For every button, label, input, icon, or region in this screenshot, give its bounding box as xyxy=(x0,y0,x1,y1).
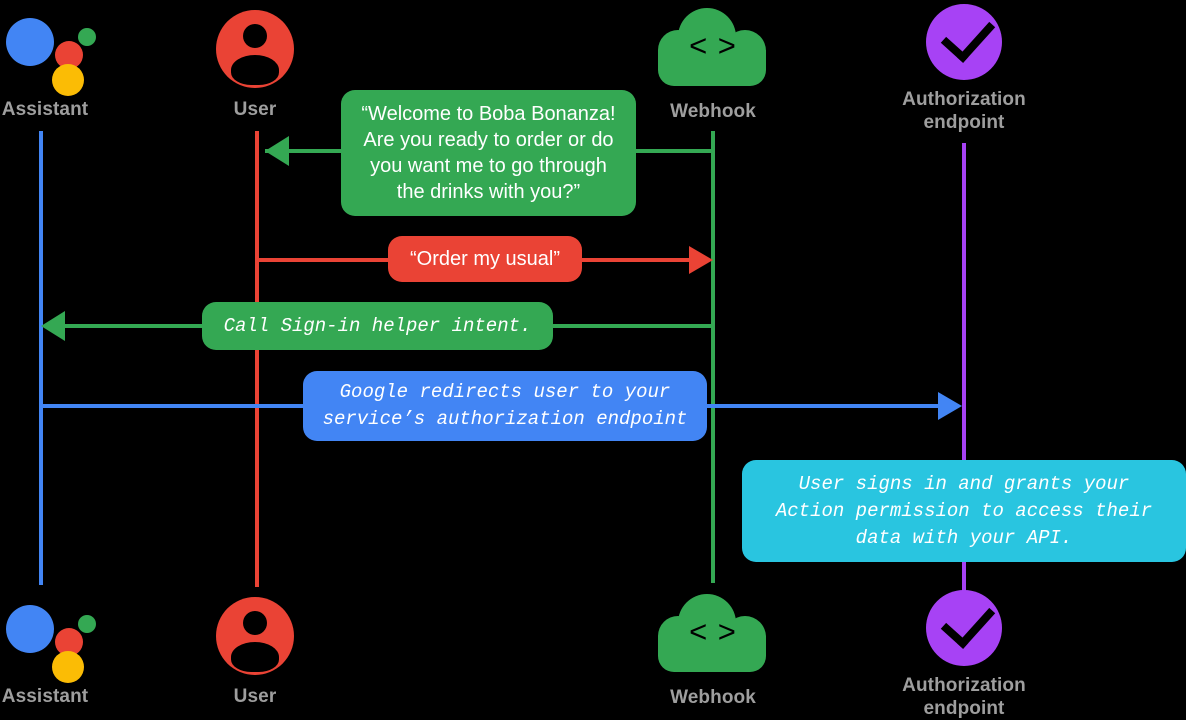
arrow-head-order xyxy=(689,246,713,274)
google-assistant-icon xyxy=(6,10,96,96)
actor-user-bottom: User xyxy=(215,597,295,708)
purple-check-circle-icon xyxy=(926,4,1002,80)
actor-user-top: User xyxy=(215,10,295,121)
lifeline-authorization xyxy=(962,143,966,591)
actor-webhook-top: < > Webhook xyxy=(658,8,768,123)
message-bubble-order: “Order my usual” xyxy=(388,236,582,282)
lifeline-assistant xyxy=(39,131,43,585)
arrow-head-redirect xyxy=(938,392,962,420)
lifeline-webhook xyxy=(711,131,715,583)
arrow-head-welcome xyxy=(265,136,289,166)
cloud-code-icon: < > xyxy=(658,8,768,92)
actor-label-user-bottom: User xyxy=(233,686,277,707)
actor-authorization-top: Authorization endpoint xyxy=(880,4,1048,134)
actor-authorization-bottom: Authorization endpoint xyxy=(880,590,1048,720)
actor-label-user-top: User xyxy=(233,99,277,120)
user-avatar-icon xyxy=(216,10,294,88)
cloud-code-glyph-bottom: < > xyxy=(689,614,737,649)
actor-label-webhook-top: Webhook xyxy=(670,101,756,122)
actor-label-webhook-bottom: Webhook xyxy=(670,687,756,708)
actor-label-authorization-bottom: Authorization endpoint xyxy=(902,675,1026,719)
actor-assistant-bottom: Assistant xyxy=(0,597,96,708)
cloud-code-icon-bottom: < > xyxy=(658,594,768,678)
message-bubble-welcome: “Welcome to Boba Bonanza! Are you ready … xyxy=(341,90,636,216)
google-assistant-icon-bottom xyxy=(6,597,96,683)
message-bubble-redirect: Google redirects user to your service’s … xyxy=(303,371,707,441)
message-bubble-signin: Call Sign-in helper intent. xyxy=(202,302,553,350)
actor-label-authorization-top: Authorization endpoint xyxy=(902,89,1026,133)
purple-check-circle-icon-bottom xyxy=(926,590,1002,666)
user-avatar-icon-bottom xyxy=(216,597,294,675)
actor-label-assistant-bottom: Assistant xyxy=(1,686,89,707)
arrow-head-signin xyxy=(41,311,65,341)
actor-label-assistant-top: Assistant xyxy=(1,99,89,120)
lifeline-user xyxy=(255,131,259,587)
actor-assistant-top: Assistant xyxy=(0,10,96,121)
actor-webhook-bottom: < > Webhook xyxy=(658,594,768,709)
cloud-code-glyph: < > xyxy=(689,28,737,63)
message-bubble-signs-in: User signs in and grants your Action per… xyxy=(742,460,1186,562)
